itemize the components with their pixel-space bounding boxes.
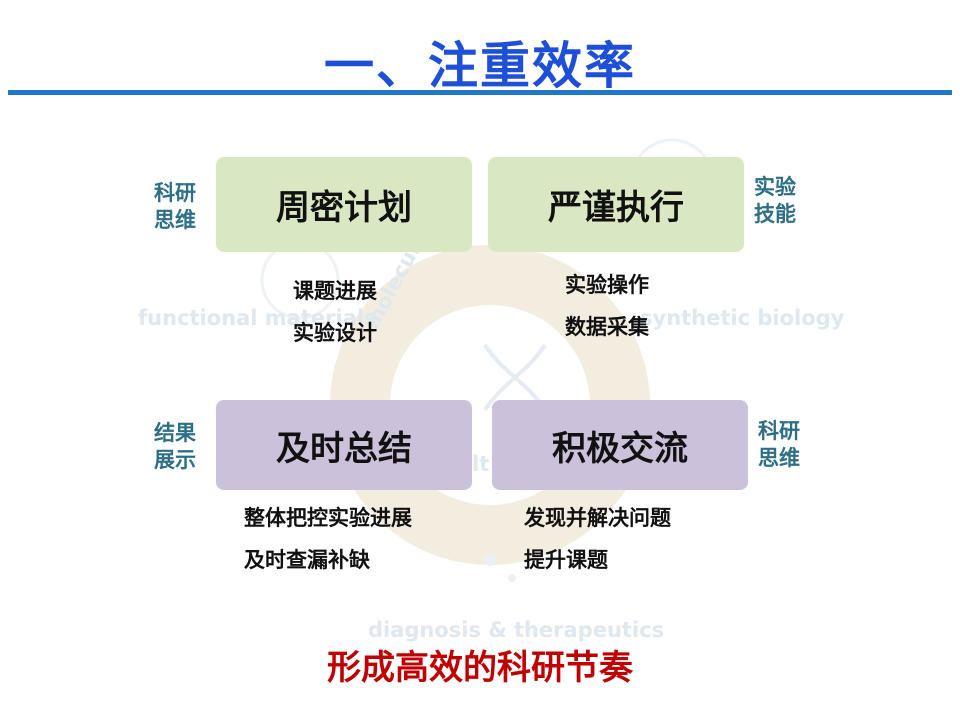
items-plan: 课题进展 实验设计 bbox=[293, 270, 377, 354]
side-label-top-left: 科研 思维 bbox=[154, 181, 196, 232]
list-item: 及时查漏补缺 bbox=[244, 548, 370, 572]
watermark-diagnosis: diagnosis & therapeutics bbox=[368, 618, 665, 642]
watermark-center: lt bbox=[472, 452, 490, 476]
watermark-functional-materials: functional materials bbox=[138, 306, 377, 330]
side-label-bottom-right: 科研 思维 bbox=[758, 419, 800, 470]
items-execute: 实验操作 数据采集 bbox=[565, 264, 649, 348]
items-summarize: 整体把控实验进展 及时查漏补缺 bbox=[244, 497, 412, 581]
box-communicate: 积极交流 bbox=[492, 400, 748, 490]
box-execute: 严谨执行 bbox=[488, 157, 744, 252]
side-label-bottom-left: 结果 展示 bbox=[154, 421, 196, 472]
items-communicate: 发现并解决问题 提升课题 bbox=[524, 497, 671, 581]
list-item: 整体把控实验进展 bbox=[244, 506, 412, 530]
list-item: 数据采集 bbox=[565, 315, 649, 339]
box-plan: 周密计划 bbox=[216, 157, 472, 252]
list-item: 实验操作 bbox=[565, 273, 649, 297]
box-summarize: 及时总结 bbox=[216, 400, 472, 490]
page-title: 一、注重效率 bbox=[324, 37, 636, 95]
list-item: 发现并解决问题 bbox=[524, 506, 671, 530]
list-item: 提升课题 bbox=[524, 548, 608, 572]
title-underline bbox=[8, 90, 952, 95]
footer-conclusion: 形成高效的科研节奏 bbox=[327, 648, 633, 688]
list-item: 实验设计 bbox=[293, 321, 377, 345]
list-item: 课题进展 bbox=[293, 279, 377, 303]
watermark-synthetic-biology: synthetic biology bbox=[640, 306, 845, 330]
side-label-top-right: 实验 技能 bbox=[754, 175, 796, 226]
